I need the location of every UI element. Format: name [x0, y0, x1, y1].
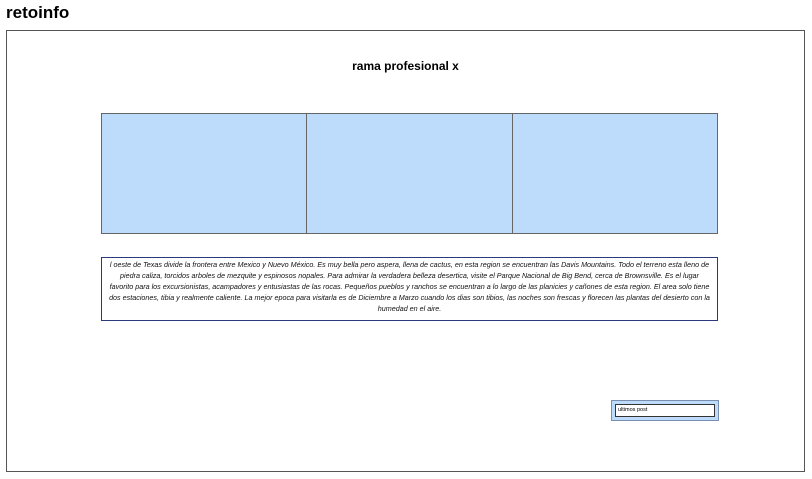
latest-posts-field[interactable]: ultimos post — [615, 404, 715, 417]
image-panel-1[interactable] — [102, 114, 308, 233]
app-title: retoinfo — [6, 3, 70, 22]
page-title: rama profesional x — [352, 59, 459, 73]
image-panel-2[interactable] — [307, 114, 513, 233]
image-panel-3[interactable] — [512, 114, 717, 233]
description-text: l oeste de Texas divide la frontera entr… — [101, 257, 718, 321]
content-frame: rama profesional x l oeste de Texas divi… — [6, 30, 805, 472]
latest-posts-widget: ultimos post — [611, 400, 719, 421]
image-panel-row — [101, 113, 718, 234]
